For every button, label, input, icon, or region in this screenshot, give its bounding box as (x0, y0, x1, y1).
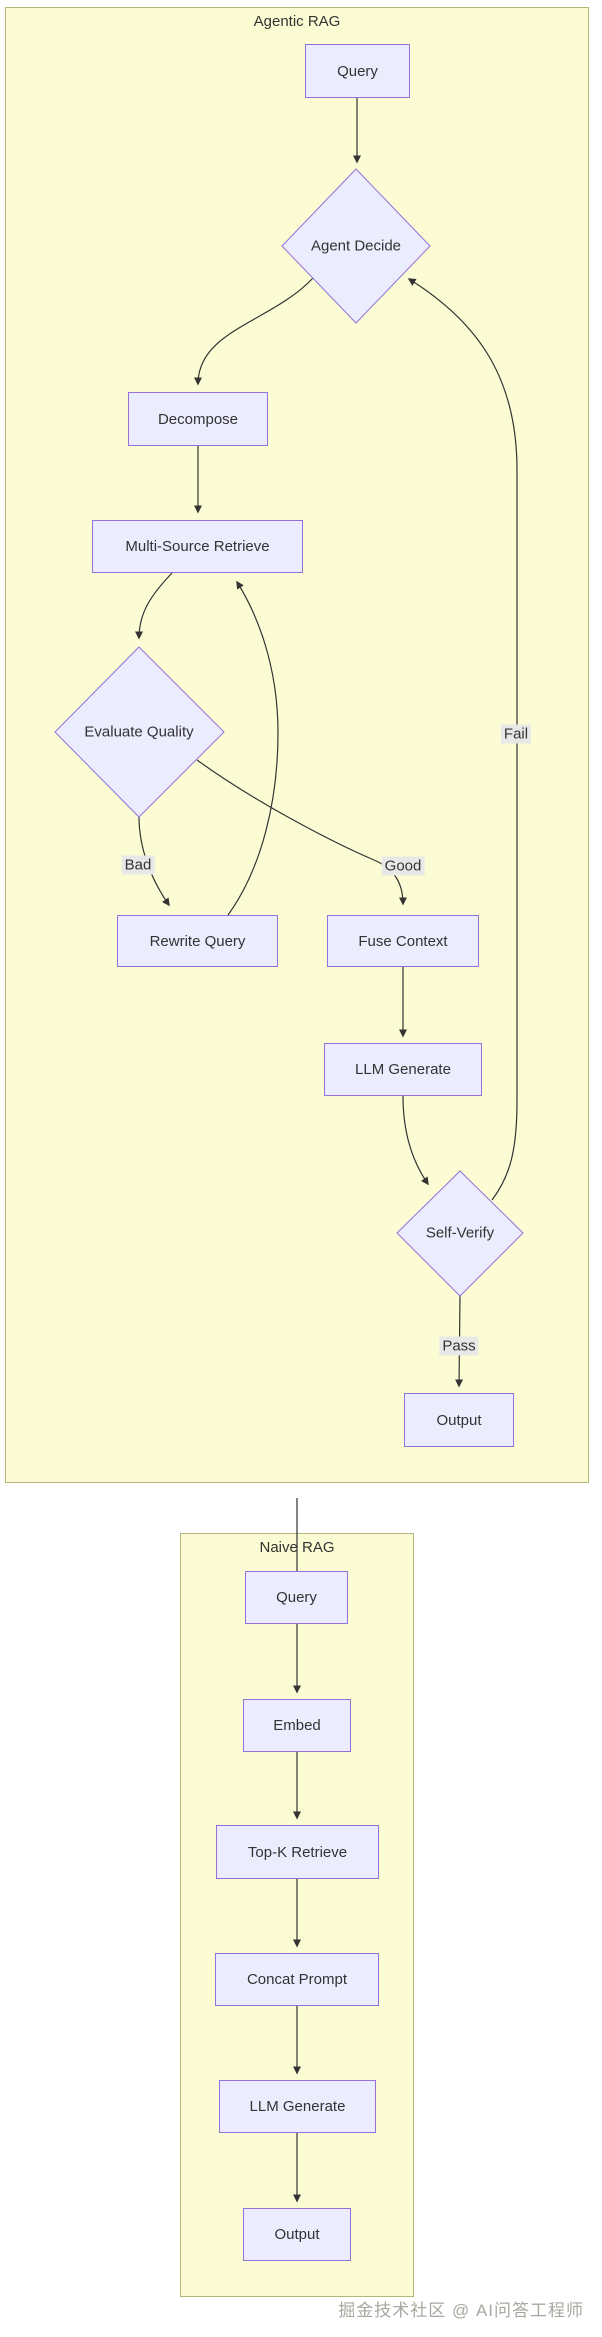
node-topk-retrieve: Top-K Retrieve (216, 1825, 379, 1879)
node-agentic-query: Query (305, 44, 410, 98)
node-rewrite-query: Rewrite Query (117, 915, 278, 967)
diamond-agent-decide (281, 168, 431, 324)
cluster-agentic-title: Agentic RAG (253, 13, 341, 30)
edge-rewrite-to-retrieve-loop (227, 580, 279, 916)
node-self-verify-label: Self-Verify (425, 1224, 495, 1242)
edge-label-bad: Bad (121, 855, 155, 875)
node-naive-query: Query (245, 1571, 348, 1624)
edge-self-verify-to-agent-decide-fail (407, 278, 518, 1201)
node-agent-decide-label: Agent Decide (310, 237, 402, 255)
edge-label-pass: Pass (439, 1336, 479, 1356)
diamond-self-verify (396, 1170, 524, 1297)
node-embed: Embed (243, 1699, 351, 1752)
node-naive-output: Output (243, 2208, 351, 2261)
edge-llm-generate-to-self-verify (402, 1095, 429, 1186)
edge-evaluate-to-fuse-good (196, 759, 407, 906)
node-naive-llm-generate: LLM Generate (219, 2080, 376, 2133)
edge-agent-decide-to-decompose (194, 277, 314, 386)
node-multi-source-retrieve: Multi-Source Retrieve (92, 520, 303, 573)
diamond-evaluate-quality (54, 646, 225, 818)
edge-label-fail: Fail (500, 724, 532, 744)
edge-label-good: Good (381, 856, 425, 876)
node-concat-prompt: Concat Prompt (215, 1953, 379, 2006)
node-fuse-context: Fuse Context (327, 915, 479, 967)
watermark-text: 掘金技术社区 @ AI问答工程师 (338, 2301, 584, 2320)
node-agentic-output: Output (404, 1393, 514, 1447)
edge-retrieve-to-evaluate (135, 572, 173, 640)
node-agentic-llm-generate: LLM Generate (324, 1043, 482, 1096)
node-evaluate-quality-label: Evaluate Quality (84, 723, 194, 741)
node-decompose: Decompose (128, 392, 268, 446)
